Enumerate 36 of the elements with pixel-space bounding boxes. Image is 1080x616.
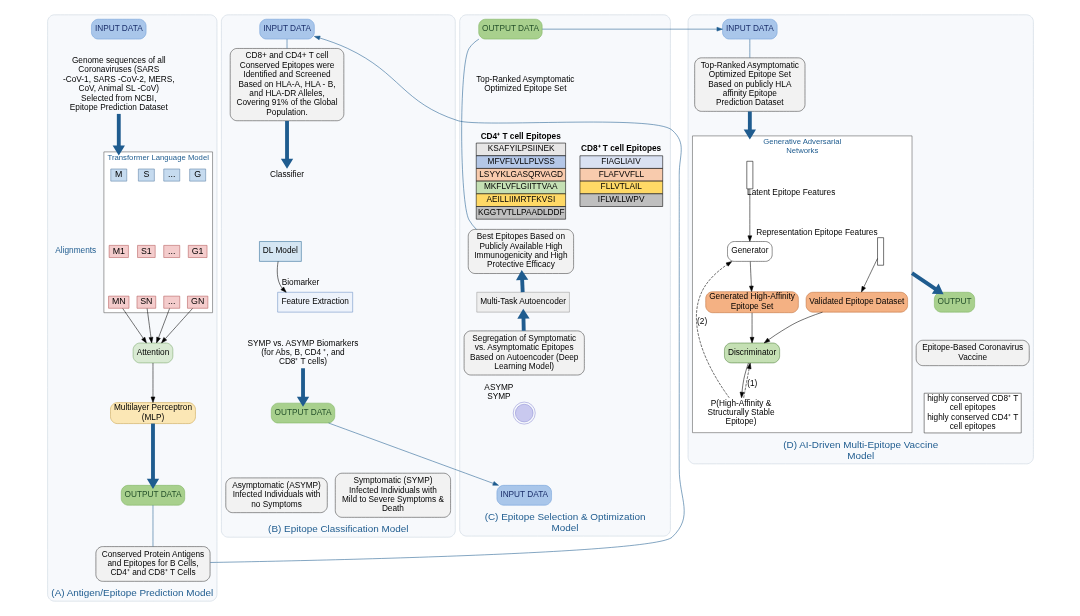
node-box: ... bbox=[162, 245, 180, 258]
arrow bbox=[860, 258, 878, 293]
arrow bbox=[146, 308, 153, 344]
arrow bbox=[296, 368, 309, 407]
arrow bbox=[112, 113, 125, 156]
connector bbox=[460, 38, 479, 230]
node-box: SN bbox=[136, 295, 156, 309]
arrow bbox=[743, 111, 756, 140]
node-box: M1 bbox=[108, 245, 129, 258]
node-box: MN bbox=[107, 295, 129, 309]
node-box: M bbox=[110, 168, 127, 182]
arrow bbox=[150, 362, 155, 403]
node-box: S bbox=[137, 168, 155, 182]
arrow bbox=[280, 121, 293, 169]
node-box: G1 bbox=[187, 245, 207, 258]
node-bar bbox=[746, 161, 753, 190]
arrow bbox=[763, 311, 823, 344]
arrow bbox=[327, 422, 499, 486]
node-box: GN bbox=[186, 295, 208, 309]
arrow bbox=[155, 308, 170, 344]
arrow bbox=[910, 271, 944, 295]
node-box: ... bbox=[162, 168, 180, 182]
arrow bbox=[276, 261, 286, 293]
arrow bbox=[121, 308, 147, 344]
arrow bbox=[541, 26, 723, 32]
arrow bbox=[146, 423, 159, 489]
node-box: S1 bbox=[136, 245, 155, 258]
arrow bbox=[748, 261, 754, 292]
arrow bbox=[749, 312, 754, 344]
node-bar bbox=[876, 237, 884, 266]
arrow bbox=[209, 35, 684, 563]
arrow bbox=[747, 188, 752, 242]
arrow bbox=[160, 308, 193, 344]
node-box: ... bbox=[162, 295, 180, 309]
node-box: G bbox=[188, 168, 206, 182]
arrow bbox=[695, 261, 732, 399]
